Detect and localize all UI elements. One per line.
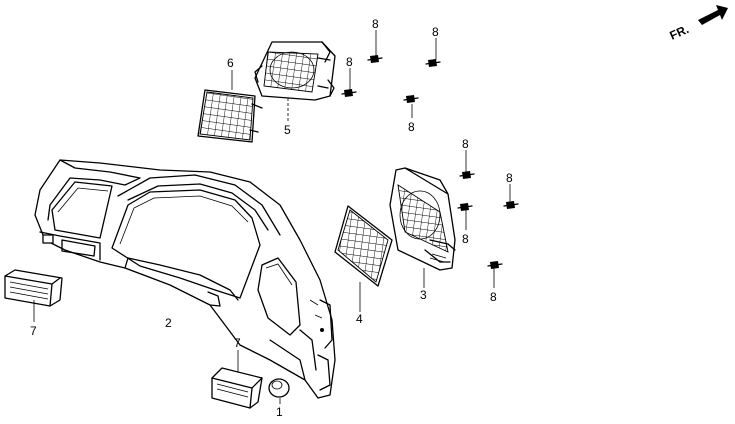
- front-arrow-icon: [698, 5, 728, 25]
- clip-8a: [367, 55, 383, 63]
- clip-8e: [459, 171, 475, 179]
- front-label: FR.: [668, 22, 691, 43]
- clip-8b: [425, 59, 441, 67]
- callout-7-left: 7: [30, 324, 37, 338]
- callout-8e: 8: [462, 137, 469, 151]
- callout-8h: 8: [490, 290, 497, 304]
- clip-8f: [503, 201, 519, 209]
- callout-2: 2: [165, 316, 172, 330]
- callout-8a: 8: [372, 17, 379, 31]
- callout-7-center: 7: [234, 336, 241, 350]
- callout-labels: 1 2 3 4 5 6 7 7 8 8 8 8 8 8 8 8: [30, 17, 513, 419]
- air-vent-left: [4, 269, 63, 307]
- callout-6: 6: [227, 56, 234, 70]
- clip-8c: [341, 89, 357, 97]
- speaker-lower: [389, 167, 456, 271]
- callout-8c: 8: [346, 55, 353, 69]
- callout-8g: 8: [462, 232, 469, 246]
- meter-hood-panel: [34, 159, 336, 399]
- callout-5: 5: [284, 123, 291, 137]
- speaker-grille-small: [197, 89, 263, 143]
- callout-4: 4: [356, 312, 363, 326]
- callout-3: 3: [420, 288, 427, 302]
- air-vent-center: [211, 367, 263, 409]
- callout-8d: 8: [408, 120, 415, 134]
- clip-8g: [457, 203, 473, 211]
- knob: [268, 378, 290, 398]
- callout-8f: 8: [506, 171, 513, 185]
- clip-8d: [403, 95, 419, 103]
- front-direction-indicator: FR.: [668, 5, 728, 43]
- speaker-grille-large: [334, 205, 393, 287]
- clip-8h: [487, 261, 503, 269]
- speaker-upper: [254, 41, 336, 101]
- callout-8b: 8: [432, 25, 439, 39]
- callout-1: 1: [276, 405, 283, 419]
- leader-lines: [33, 30, 511, 404]
